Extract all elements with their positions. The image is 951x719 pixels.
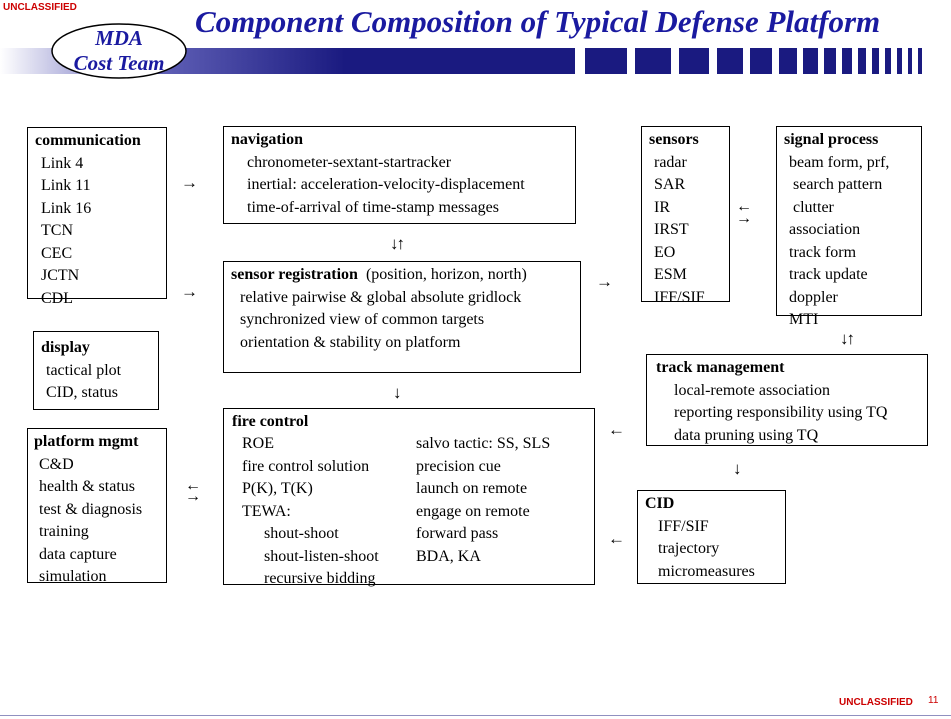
communication-item: CDL (41, 289, 73, 307)
signal-process-item: track update (789, 266, 868, 283)
fire-control-item: BDA, KA (416, 547, 481, 565)
navigation-item: chronometer-sextant-startracker (247, 153, 452, 171)
arrow-registration-to-sensors: → (596, 272, 613, 291)
signal-process-item: search pattern (789, 176, 883, 193)
fire-control-item: P(K), T(K) (242, 480, 313, 497)
sensors-item: EO (654, 243, 676, 261)
sensor-registration-title: sensor registration (231, 266, 358, 283)
navigation-item: inertial: acceleration-velocity-displace… (247, 176, 525, 193)
fire-control-item: ROE (242, 435, 274, 452)
track-management-item: local-remote association (674, 381, 830, 399)
arrow-sensors-to-signal-left: ← (736, 198, 752, 215)
fire-control-item: engage on remote (416, 502, 530, 520)
arrow-track-to-fire-control: ← (608, 420, 625, 439)
communication-item: TCN (41, 222, 73, 239)
signal-process-item: track form (789, 243, 857, 261)
signal-process-item: clutter (789, 198, 834, 216)
communication-box: communication Link 4 Link 11 Link 16 TCN… (27, 127, 167, 307)
fire-control-item: forward pass (416, 525, 499, 542)
arrow-track-to-cid: ↓ (733, 459, 742, 478)
communication-item: Link 16 (41, 199, 92, 217)
platform-mgmt-item: C&D (39, 455, 74, 473)
signal-process-item: beam form, prf, (789, 153, 890, 171)
sensor-registration-item: relative pairwise & global absolute grid… (240, 288, 522, 306)
signal-process-item: doppler (789, 288, 838, 306)
fire-control-item: precision cue (416, 457, 501, 475)
communication-item: Link 11 (41, 177, 91, 194)
page-title: Component Composition of Typical Defense… (195, 4, 881, 39)
arrow-cid-to-fire-control: ← (608, 529, 625, 548)
platform-mgmt-box: platform mgmt C&D health & status test &… (27, 428, 167, 585)
fire-control-item: shout-shoot (264, 525, 339, 542)
cid-item: IFF/SIF (658, 517, 709, 535)
sensors-item: IFF/SIF (654, 288, 705, 306)
footer-divider (0, 715, 951, 716)
platform-mgmt-item: health & status (39, 478, 135, 495)
platform-mgmt-item: data capture (39, 545, 117, 563)
cid-item: trajectory (658, 540, 720, 557)
communication-item: JCTN (41, 267, 80, 284)
arrow-signal-track: ↓↑ (840, 329, 855, 348)
platform-mgmt-item: simulation (39, 568, 107, 585)
fire-control-title: fire control (232, 413, 309, 430)
arrow-fire-control-to-platform: ← (185, 477, 201, 494)
page-number: 11 (928, 695, 939, 706)
communication-title: communication (35, 132, 141, 149)
arrow-comm-to-registration: → (181, 282, 198, 301)
classification-top: UNCLASSIFIED (3, 2, 77, 13)
arrow-platform-to-fire-control: → (185, 488, 201, 505)
sensors-title: sensors (649, 131, 699, 148)
track-management-box: track management local-remote associatio… (646, 354, 928, 446)
sensor-registration-header: sensor registration (position, horizon, … (231, 264, 580, 287)
track-management-item: reporting responsibility using TQ (674, 404, 888, 421)
fire-control-item: TEWA: (242, 502, 291, 520)
display-box: display tactical plot CID, status (33, 331, 159, 410)
navigation-title: navigation (231, 131, 304, 148)
navigation-item: time-of-arrival of time-stamp messages (247, 198, 499, 216)
sensors-item: IRST (654, 221, 689, 238)
logo-line-1: MDA (95, 26, 143, 50)
mda-cost-team-logo: MDA Cost Team (50, 22, 188, 80)
display-title: display (41, 339, 90, 356)
sensors-item: ESM (654, 266, 687, 283)
fire-control-item: launch on remote (416, 480, 528, 497)
platform-mgmt-title: platform mgmt (34, 433, 139, 450)
cid-item: micromeasures (658, 562, 755, 580)
display-item: tactical plot (46, 361, 122, 379)
logo-line-2: Cost Team (73, 51, 165, 75)
track-management-item: data pruning using TQ (674, 426, 819, 444)
fire-control-item: recursive bidding (264, 570, 376, 587)
signal-process-item: MTI (789, 311, 819, 328)
cid-title: CID (645, 495, 675, 512)
fire-control-item: fire control solution (242, 457, 370, 475)
sensors-item: IR (654, 198, 670, 216)
classification-bottom: UNCLASSIFIED (839, 697, 913, 708)
signal-process-box: signal process beam form, prf, search pa… (776, 126, 922, 328)
header-band (0, 48, 922, 74)
arrow-comm-to-navigation: → (181, 173, 198, 192)
navigation-box: navigation chronometer-sextant-startrack… (223, 126, 576, 224)
communication-item: Link 4 (41, 154, 84, 172)
signal-process-title: signal process (784, 131, 879, 148)
platform-mgmt-item: test & diagnosis (39, 500, 143, 518)
platform-mgmt-item: training (39, 523, 89, 540)
fire-control-item: shout-listen-shoot (264, 547, 379, 565)
sensor-registration-item: orientation & stability on platform (240, 333, 461, 351)
track-management-title: track management (656, 359, 785, 376)
cid-box: CID IFF/SIF trajectory micromeasures (637, 490, 786, 584)
sensor-registration-box: sensor registration (position, horizon, … (223, 261, 581, 373)
sensor-registration-subtitle: (position, horizon, north) (357, 266, 527, 283)
arrow-registration-to-fire-control: ↓ (393, 383, 402, 402)
communication-item: CEC (41, 244, 73, 262)
arrow-navigation-registration: ↓↑ (390, 234, 405, 253)
sensor-registration-item: synchronized view of common targets (240, 311, 485, 328)
display-item: CID, status (46, 384, 118, 401)
sensors-item: SAR (654, 176, 686, 193)
signal-process-item: association (789, 221, 861, 238)
fire-control-box: fire control ROE fire control solution P… (223, 408, 595, 587)
fire-control-item: salvo tactic: SS, SLS (416, 435, 551, 452)
sensors-box: sensors radar SAR IR IRST EO ESM IFF/SIF (641, 126, 730, 306)
arrow-sensors-to-signal-right: → (736, 210, 752, 227)
sensors-item: radar (654, 153, 687, 171)
